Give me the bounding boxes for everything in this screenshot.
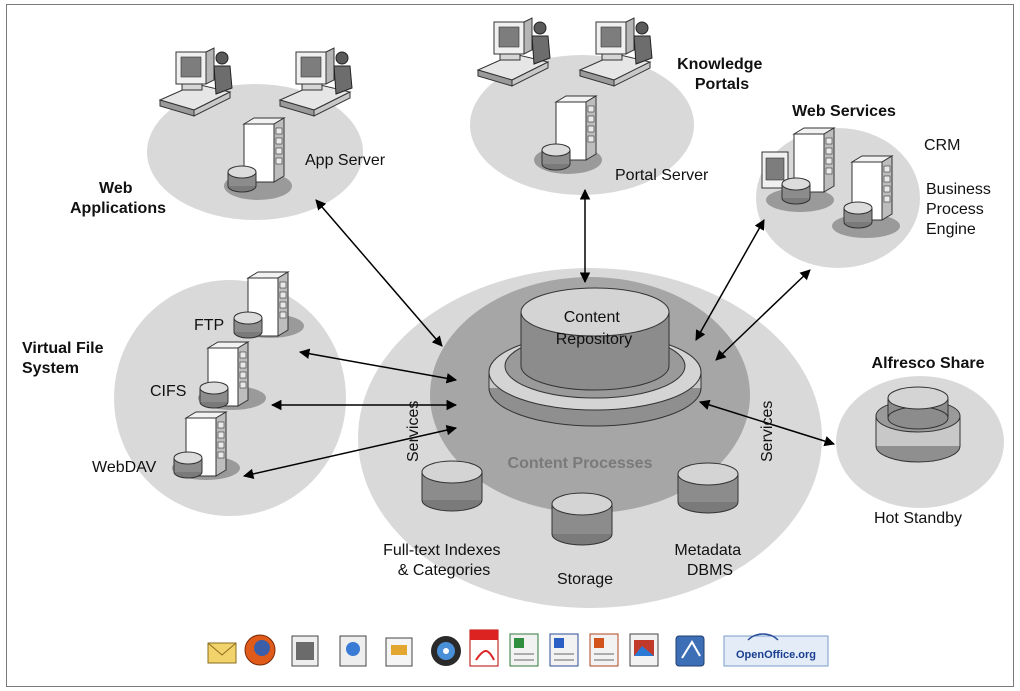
indexes-cylinder xyxy=(421,460,483,512)
knowledge-portals-title: Knowledge Portals xyxy=(677,56,767,93)
media-player-icon xyxy=(431,636,461,666)
openoffice-logo: OpenOffice.org xyxy=(723,633,829,667)
cifs-label: CIFS xyxy=(150,383,186,400)
disk-icon xyxy=(199,381,229,409)
content-repository-cylinder xyxy=(488,287,702,427)
disk-icon xyxy=(781,177,811,205)
crm-label: CRM xyxy=(924,137,960,154)
storage-label: Storage xyxy=(557,571,613,588)
file-format-icons: OpenOffice.org xyxy=(207,629,829,667)
web-applications-title: Web Applications xyxy=(70,180,166,217)
firefox-icon xyxy=(244,634,276,666)
webdav-label: WebDAV xyxy=(92,459,157,476)
web-applications-title-line: Web xyxy=(99,180,133,197)
bpe-label: Business Process Engine xyxy=(926,181,995,238)
word-icon xyxy=(549,633,579,667)
email-icon xyxy=(207,642,237,664)
disk-icon xyxy=(173,451,203,479)
content-repository-label: Content Repository xyxy=(556,309,632,348)
disk-icon xyxy=(541,143,571,171)
disk-icon xyxy=(843,201,873,229)
virtual-file-system-title: Virtual File System xyxy=(22,340,108,377)
app-server-label: App Server xyxy=(305,152,386,169)
alfresco-share-title: Alfresco Share xyxy=(872,355,985,372)
services-left-label: Services xyxy=(405,401,422,462)
diagram-frame xyxy=(6,4,1014,687)
web-applications-title-line: Applications xyxy=(70,200,166,217)
workstation-icon xyxy=(279,47,353,117)
web-page-icon xyxy=(339,635,367,667)
disk-icon xyxy=(233,311,263,339)
workflow-icon xyxy=(675,635,705,667)
indexes-label: Full-text Indexes & Categories xyxy=(383,542,505,579)
image-icon xyxy=(629,633,659,667)
disk-icon xyxy=(227,165,257,193)
pdf-icon xyxy=(469,629,499,667)
hot-standby-label: Hot Standby xyxy=(874,510,962,527)
metadata-cylinder xyxy=(677,462,739,514)
portal-server-label: Portal Server xyxy=(615,167,709,184)
powerpoint-icon xyxy=(589,633,619,667)
presentation-icon xyxy=(385,637,413,667)
document-viewer-icon xyxy=(291,635,319,667)
openoffice-logo-text: OpenOffice.org xyxy=(736,649,816,661)
services-right-label: Services xyxy=(759,401,776,462)
connection-arrows xyxy=(242,188,836,480)
hot-standby-cylinder xyxy=(875,386,961,463)
metadata-label: Metadata DBMS xyxy=(674,542,745,579)
web-services-title: Web Services xyxy=(792,103,896,120)
content-processes-label: Content Processes xyxy=(508,455,653,472)
storage-cylinder xyxy=(551,492,613,546)
ftp-label: FTP xyxy=(194,317,224,334)
spreadsheet-icon xyxy=(509,633,539,667)
